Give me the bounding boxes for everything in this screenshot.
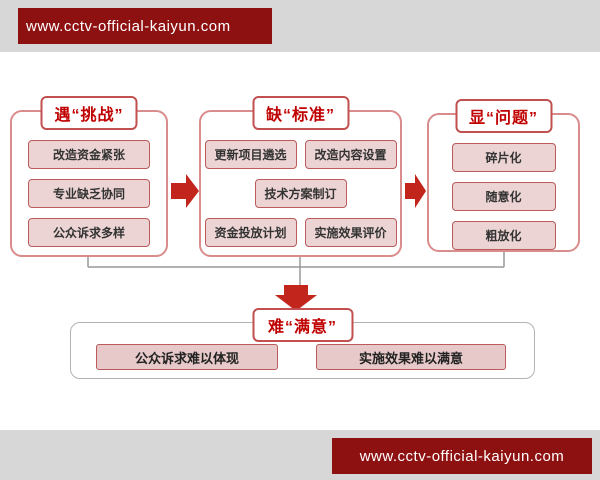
- panel-problems: 显“问题” 碎片化 随意化 粗放化: [427, 99, 580, 252]
- panel-problems-title: 显“问题”: [454, 99, 553, 133]
- arrow-right-icon: [171, 174, 199, 208]
- diagram-item: 专业缺乏协同: [28, 179, 150, 208]
- diagram-item: 更新项目遴选: [204, 140, 297, 169]
- diagram-item: 公众诉求难以体现: [96, 344, 278, 370]
- diagram-item: 粗放化: [451, 221, 556, 250]
- panel-result-title: 难“满意”: [251, 308, 354, 342]
- watermark-bottom: www.cctv-official-kaiyun.com: [332, 438, 592, 474]
- panel-standards: 缺“标准” 更新项目遴选 改造内容设置 技术方案制订 资金投放计划 实施效果评价: [199, 96, 402, 257]
- diagram-item: 碎片化: [451, 143, 556, 172]
- panel-challenges: 遇“挑战” 改造资金紧张 专业缺乏协同 公众诉求多样: [10, 96, 168, 257]
- diagram-item: 随意化: [451, 182, 556, 211]
- panel-result: 难“满意” 公众诉求难以体现 实施效果难以满意: [70, 308, 535, 379]
- diagram-item: 改造内容设置: [304, 140, 397, 169]
- diagram-item: 实施效果难以满意: [316, 344, 506, 370]
- diagram-item: 公众诉求多样: [28, 218, 150, 247]
- diagram-item: 改造资金紧张: [28, 140, 150, 169]
- diagram-item: 资金投放计划: [204, 218, 297, 247]
- panel-challenges-title: 遇“挑战”: [40, 96, 138, 130]
- panel-standards-title: 缺“标准”: [251, 96, 350, 130]
- watermark-top: www.cctv-official-kaiyun.com: [18, 8, 272, 44]
- diagram-item: 实施效果评价: [304, 218, 397, 247]
- diagram-item: 技术方案制订: [254, 179, 347, 208]
- arrow-right-icon: [405, 174, 426, 208]
